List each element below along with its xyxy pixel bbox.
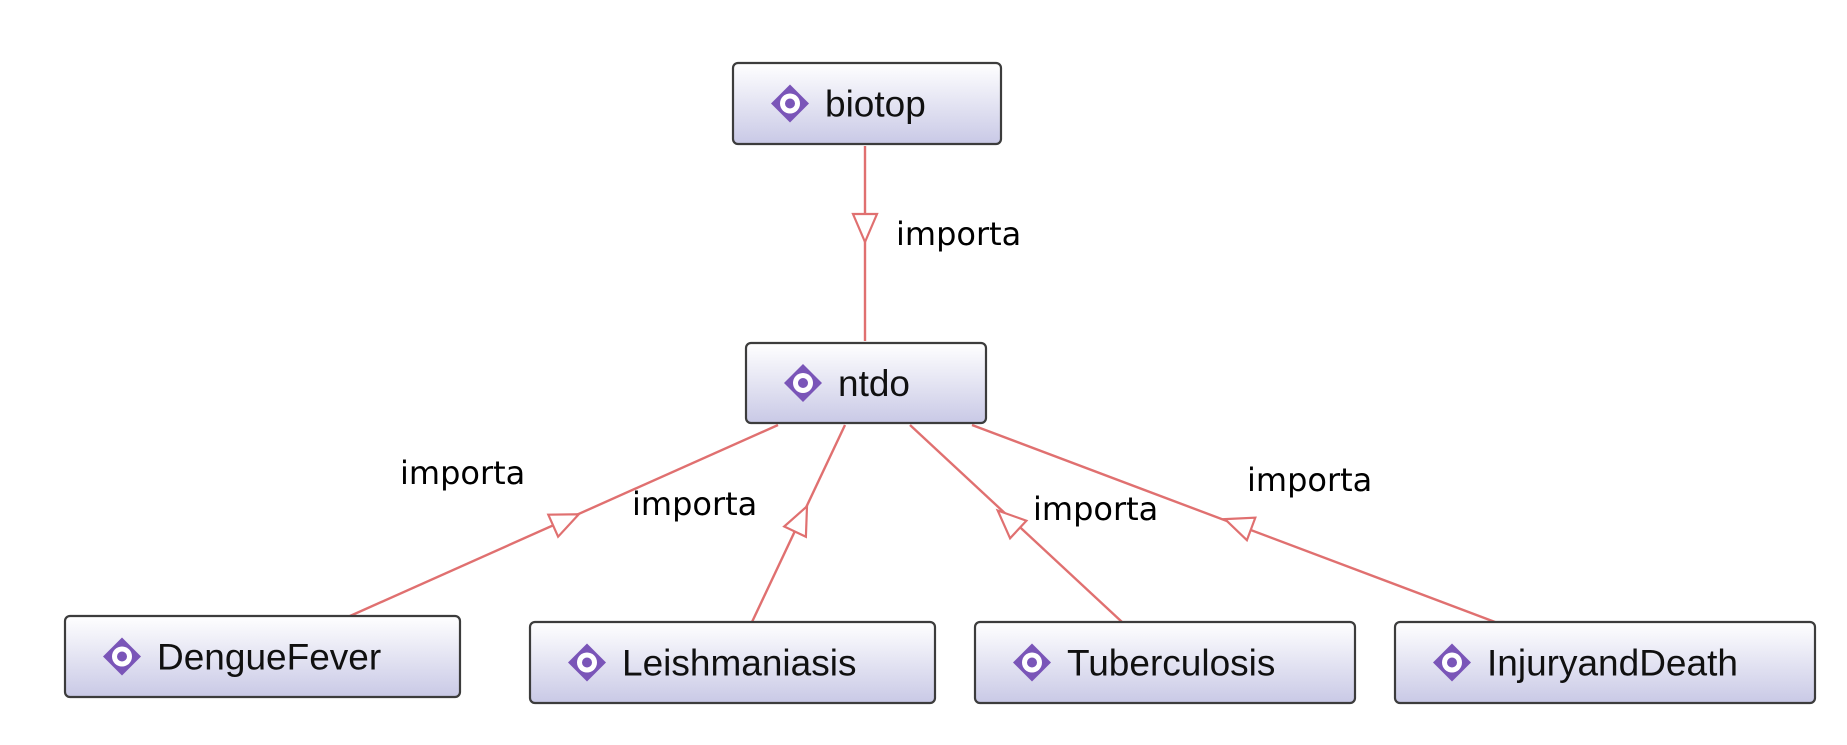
hollow-arrowhead-icon	[1222, 516, 1257, 543]
edge-label: importa	[400, 454, 525, 492]
node-injuryanddeath[interactable]: InjuryandDeath	[1393, 620, 1817, 705]
node-leishmaniasis[interactable]: Leishmaniasis	[528, 620, 937, 705]
edges-layer: importa importa importa importa importa	[349, 146, 1496, 624]
ontology-diamond-icon	[1013, 643, 1051, 682]
node-label: InjuryandDeath	[1487, 643, 1738, 684]
hollow-arrowhead-icon	[995, 508, 1029, 541]
node-box[interactable]	[744, 341, 988, 425]
node-label: biotop	[825, 84, 926, 125]
node-label: Tuberculosis	[1067, 643, 1275, 684]
ontology-diamond-icon	[103, 637, 141, 676]
node-tuberculosis[interactable]: Tuberculosis	[973, 620, 1357, 705]
node-ntdo[interactable]: ntdo	[744, 341, 988, 425]
edge-label: importa	[632, 485, 757, 523]
node-box[interactable]	[63, 614, 462, 699]
import-edge-tuberculosis-to-ntdo: importa	[909, 424, 1158, 623]
edge-label: importa	[1033, 490, 1158, 528]
node-label: ntdo	[838, 363, 910, 404]
hollow-arrowhead-icon	[546, 513, 582, 539]
ontology-diamond-icon	[1433, 643, 1471, 682]
node-label: DengueFever	[157, 637, 381, 678]
node-biotop[interactable]: biotop	[731, 61, 1003, 146]
ontology-diamond-icon	[784, 364, 822, 402]
node-box[interactable]	[731, 61, 1003, 146]
node-box[interactable]	[528, 620, 937, 705]
edge-label: importa	[1247, 461, 1372, 499]
edge-label: importa	[896, 215, 1021, 253]
ontology-diamond-icon	[568, 643, 606, 682]
import-edge-ntdo-to-biotop: importa	[851, 146, 1021, 341]
node-denguefever[interactable]: DengueFever	[63, 614, 462, 699]
hollow-arrowhead-icon	[782, 503, 809, 539]
node-box[interactable]	[1393, 620, 1817, 705]
ontology-diamond-icon	[771, 84, 809, 123]
node-label: Leishmaniasis	[622, 643, 856, 684]
node-box[interactable]	[973, 620, 1357, 705]
import-edge-leishmaniasis-to-ntdo: importa	[632, 424, 847, 623]
hollow-arrowhead-icon	[851, 212, 879, 245]
import-edge-injuryanddeath-to-ntdo: importa	[971, 423, 1496, 624]
import-edge-denguefever-to-ntdo: importa	[349, 423, 779, 618]
